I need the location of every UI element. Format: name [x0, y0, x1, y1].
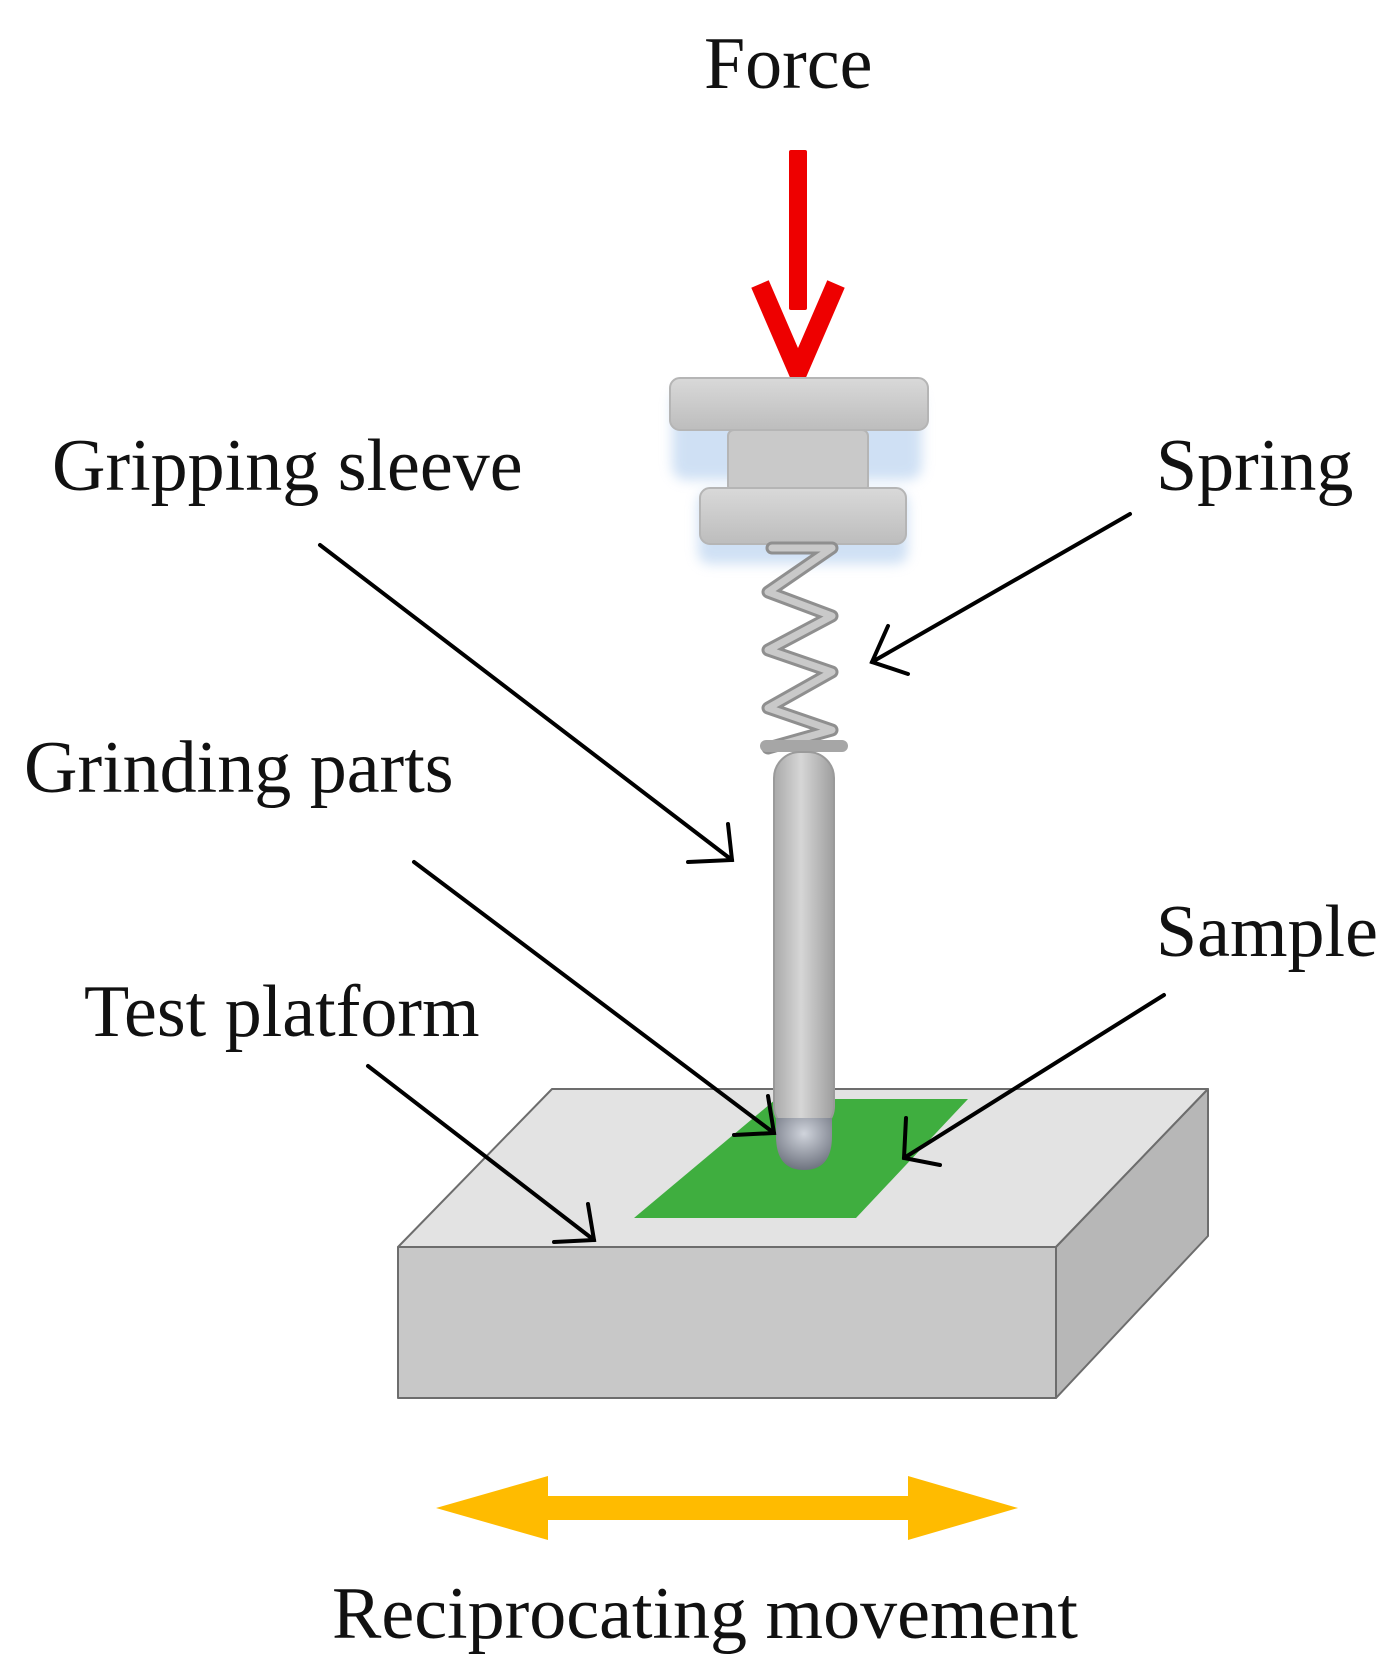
- test-platform-pointer-head: [552, 1202, 597, 1244]
- grinding-parts-pointer: [412, 860, 776, 1135]
- sample-label: Sample: [1156, 891, 1378, 973]
- sample-pointer: [902, 993, 1166, 1160]
- test-platform-label: Test platform: [84, 971, 480, 1053]
- gripping-sleeve-pointer: [318, 543, 734, 862]
- test-platform-pointer: [366, 1064, 596, 1242]
- force-arrow: [751, 150, 845, 396]
- platform-front-face: [397, 1246, 1057, 1399]
- force-label: Force: [704, 23, 873, 105]
- gripping-sleeve-label: Gripping sleeve: [52, 425, 523, 507]
- grinding-rod: [773, 751, 835, 1170]
- gripping-sleeve-pointer-head: [686, 822, 735, 864]
- spring-pointer: [870, 512, 1132, 664]
- reciprocating-movement-label: Reciprocating movement: [332, 1573, 1078, 1655]
- reciprocating-movement-arrow: [436, 1476, 1018, 1540]
- platform-side-face: [1055, 1088, 1209, 1399]
- spring-coil: [760, 541, 848, 755]
- pointer-lines: [318, 512, 1166, 1244]
- grinding-parts-label: Grinding parts: [24, 727, 454, 809]
- spring-pointer-head: [869, 624, 910, 676]
- gripping-sleeve-assembly: [669, 377, 929, 564]
- sample-pointer-head: [901, 1116, 942, 1167]
- spring-label: Spring: [1156, 425, 1353, 507]
- grinding-parts-pointer-head: [732, 1094, 777, 1137]
